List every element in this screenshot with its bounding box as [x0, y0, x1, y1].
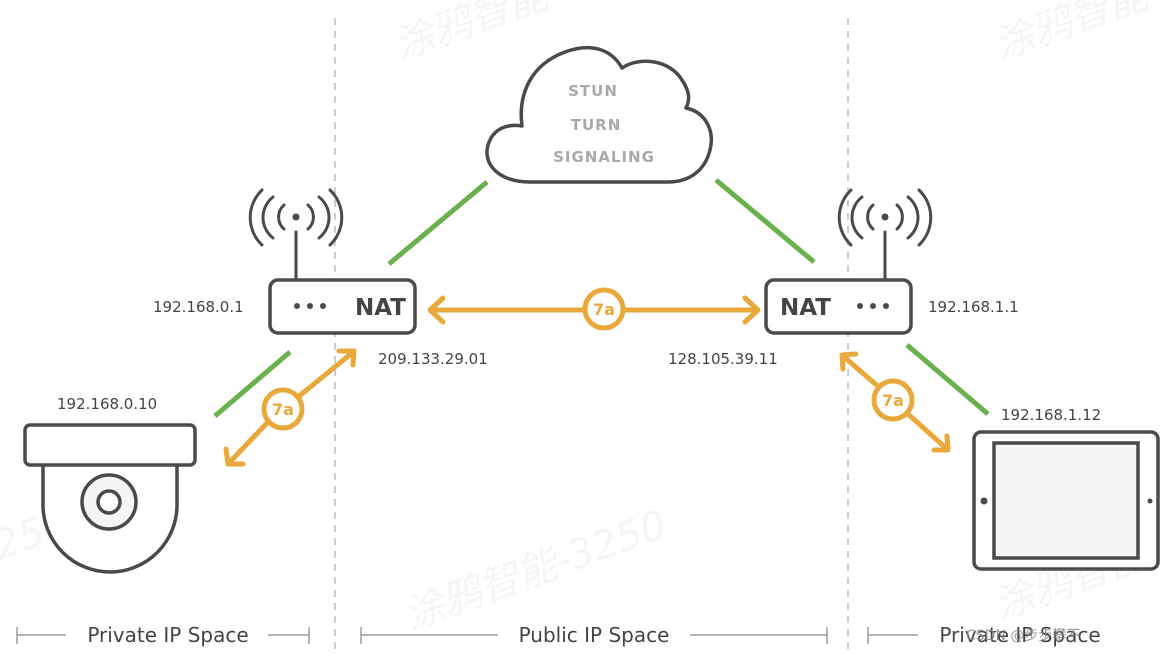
dots-icon: [294, 303, 326, 309]
camera-ip: 192.168.0.10: [57, 395, 157, 413]
cloud-icon: STUN TURN SIGNALING: [485, 45, 713, 184]
wifi-icon: [248, 188, 344, 282]
zone-label-left: Private IP Space: [87, 623, 248, 647]
step-badge-public: 7a: [593, 300, 615, 319]
right-router-lan-ip: 192.168.1.1: [928, 298, 1019, 316]
right-router: NAT 192.168.1.1 128.105.39.11: [668, 188, 1019, 368]
left-router: NAT 192.168.0.1 209.133.29.01: [153, 188, 488, 368]
signaling-link-left-nat-camera: [213, 350, 292, 418]
zone-center: [360, 627, 828, 644]
signaling-link-cloud-right-nat: [714, 178, 816, 264]
right-router-wan-ip: 128.105.39.11: [668, 350, 778, 368]
tablet-ip: 192.168.1.12: [1001, 406, 1101, 424]
camera-icon: [23, 423, 197, 574]
zone-label-center: Public IP Space: [519, 623, 670, 647]
cloud-label-signaling: SIGNALING: [553, 148, 655, 166]
signaling-link-cloud-left-nat: [387, 180, 489, 266]
router-box: [268, 278, 417, 335]
watermark: 涂鸦智能: [388, 0, 558, 69]
wifi-icon: [837, 188, 933, 282]
step-badge-right: 7a: [882, 391, 904, 410]
left-router-wan-ip: 209.133.29.01: [378, 350, 488, 368]
watermark: 涂鸦智能: [988, 0, 1158, 69]
left-router-lan-ip: 192.168.0.1: [153, 298, 244, 316]
zone-right: [867, 627, 918, 644]
csdn-watermark: CSDN @步步攀不: [966, 628, 1080, 644]
dots-icon: [857, 303, 889, 309]
zone-left: [16, 627, 310, 644]
signaling-link-right-nat-tablet: [905, 343, 990, 416]
nat-label: NAT: [355, 295, 406, 321]
step-badge-left: 7a: [272, 400, 294, 419]
watermark: 涂鸦智能-3250: [398, 502, 673, 640]
p2p-arrow-right-private: [839, 351, 951, 453]
nat-label: NAT: [780, 295, 831, 321]
zone-label-right: Private IP Space: [939, 623, 1100, 647]
router-box: [764, 278, 913, 335]
cloud-label-turn: TURN: [571, 116, 622, 134]
p2p-arrow-left-private: [223, 348, 357, 467]
p2p-arrow-public: [427, 287, 761, 331]
tablet-icon: [972, 430, 1160, 571]
cloud-label-stun: STUN: [568, 82, 618, 100]
